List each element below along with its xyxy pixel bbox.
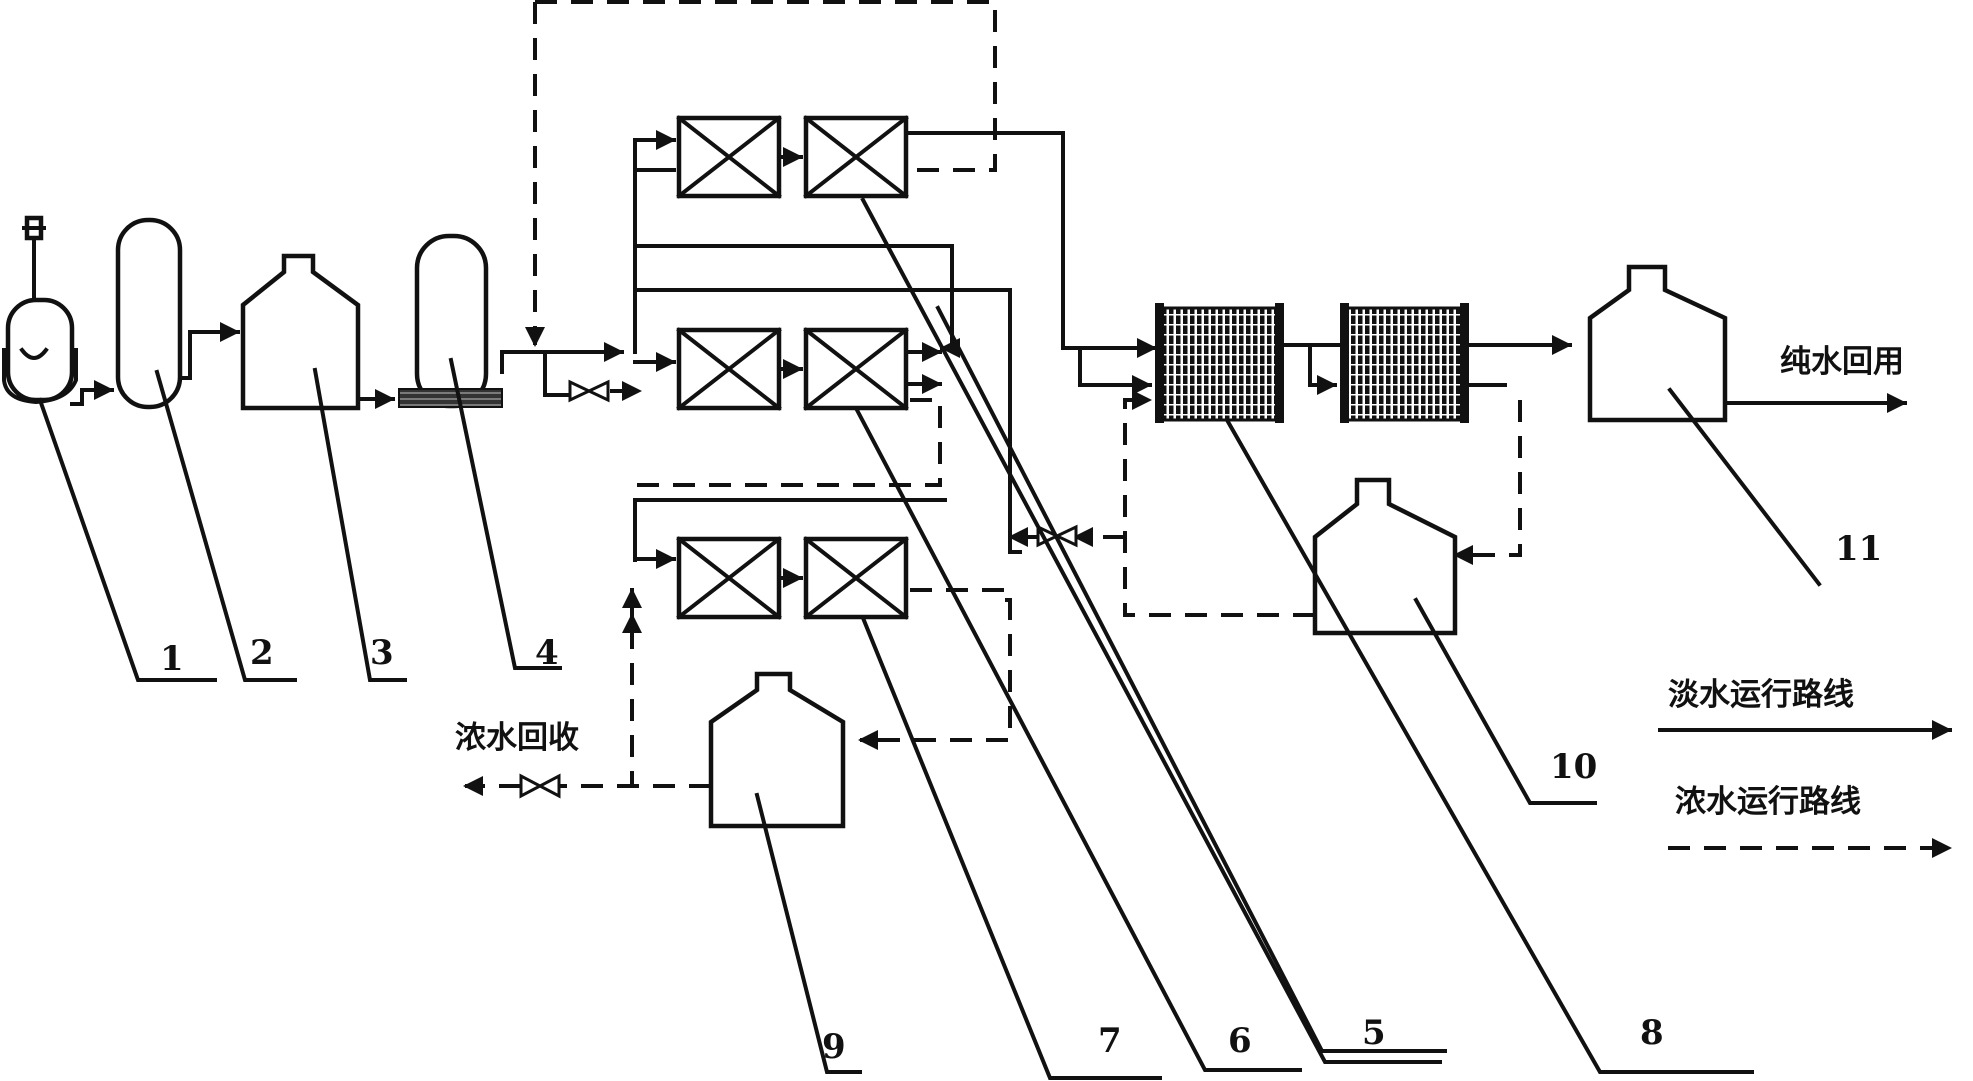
label-concentrate-tank: 9 <box>822 1027 846 1067</box>
label-column: 2 <box>250 633 274 673</box>
edi-piping <box>1078 335 1907 413</box>
column-tank <box>115 217 183 410</box>
ro-module-row-bottom <box>676 536 909 620</box>
legend-fresh-label: 淡水运行路线 <box>1668 677 1854 713</box>
leader-lines <box>37 197 1822 1080</box>
ro-module-row-middle <box>676 327 909 411</box>
label-ro-middle: 6 <box>1228 1021 1252 1061</box>
legend-concentrate-label: 浓水运行路线 <box>1675 784 1861 820</box>
label-filter: 4 <box>535 633 559 673</box>
feed-piping <box>70 322 624 409</box>
pure-water-reuse-label: 纯水回用 <box>1780 344 1904 380</box>
ro-module-row-top <box>676 115 909 199</box>
edi-concentrate-tank <box>1312 477 1458 636</box>
concentrate-recovery-label: 浓水回收 <box>455 720 579 756</box>
label-tank: 3 <box>370 633 394 673</box>
concentrate-tank <box>708 671 846 829</box>
edi-stack-2 <box>1340 303 1469 423</box>
label-pure-water-tank: 11 <box>1835 529 1882 569</box>
label-edi: 8 <box>1640 1013 1664 1053</box>
label-edi-concentrate-tank: 10 <box>1550 747 1597 787</box>
edi-stack-1 <box>1155 303 1284 423</box>
filter-column <box>398 233 503 409</box>
label-reactor: 1 <box>160 639 184 679</box>
edi-concentrate-piping <box>1008 390 1522 617</box>
label-ro-bottom: 7 <box>1098 1021 1122 1061</box>
pure-water-tank <box>1587 264 1728 423</box>
bypass-valve <box>568 379 610 403</box>
label-ro-top: 5 <box>1362 1013 1386 1053</box>
legend: 淡水运行路线 浓水运行路线 <box>1658 677 1952 858</box>
concentrate-outlet <box>463 773 711 799</box>
intermediate-tank <box>240 253 361 411</box>
stirred-reactor <box>1 215 78 405</box>
